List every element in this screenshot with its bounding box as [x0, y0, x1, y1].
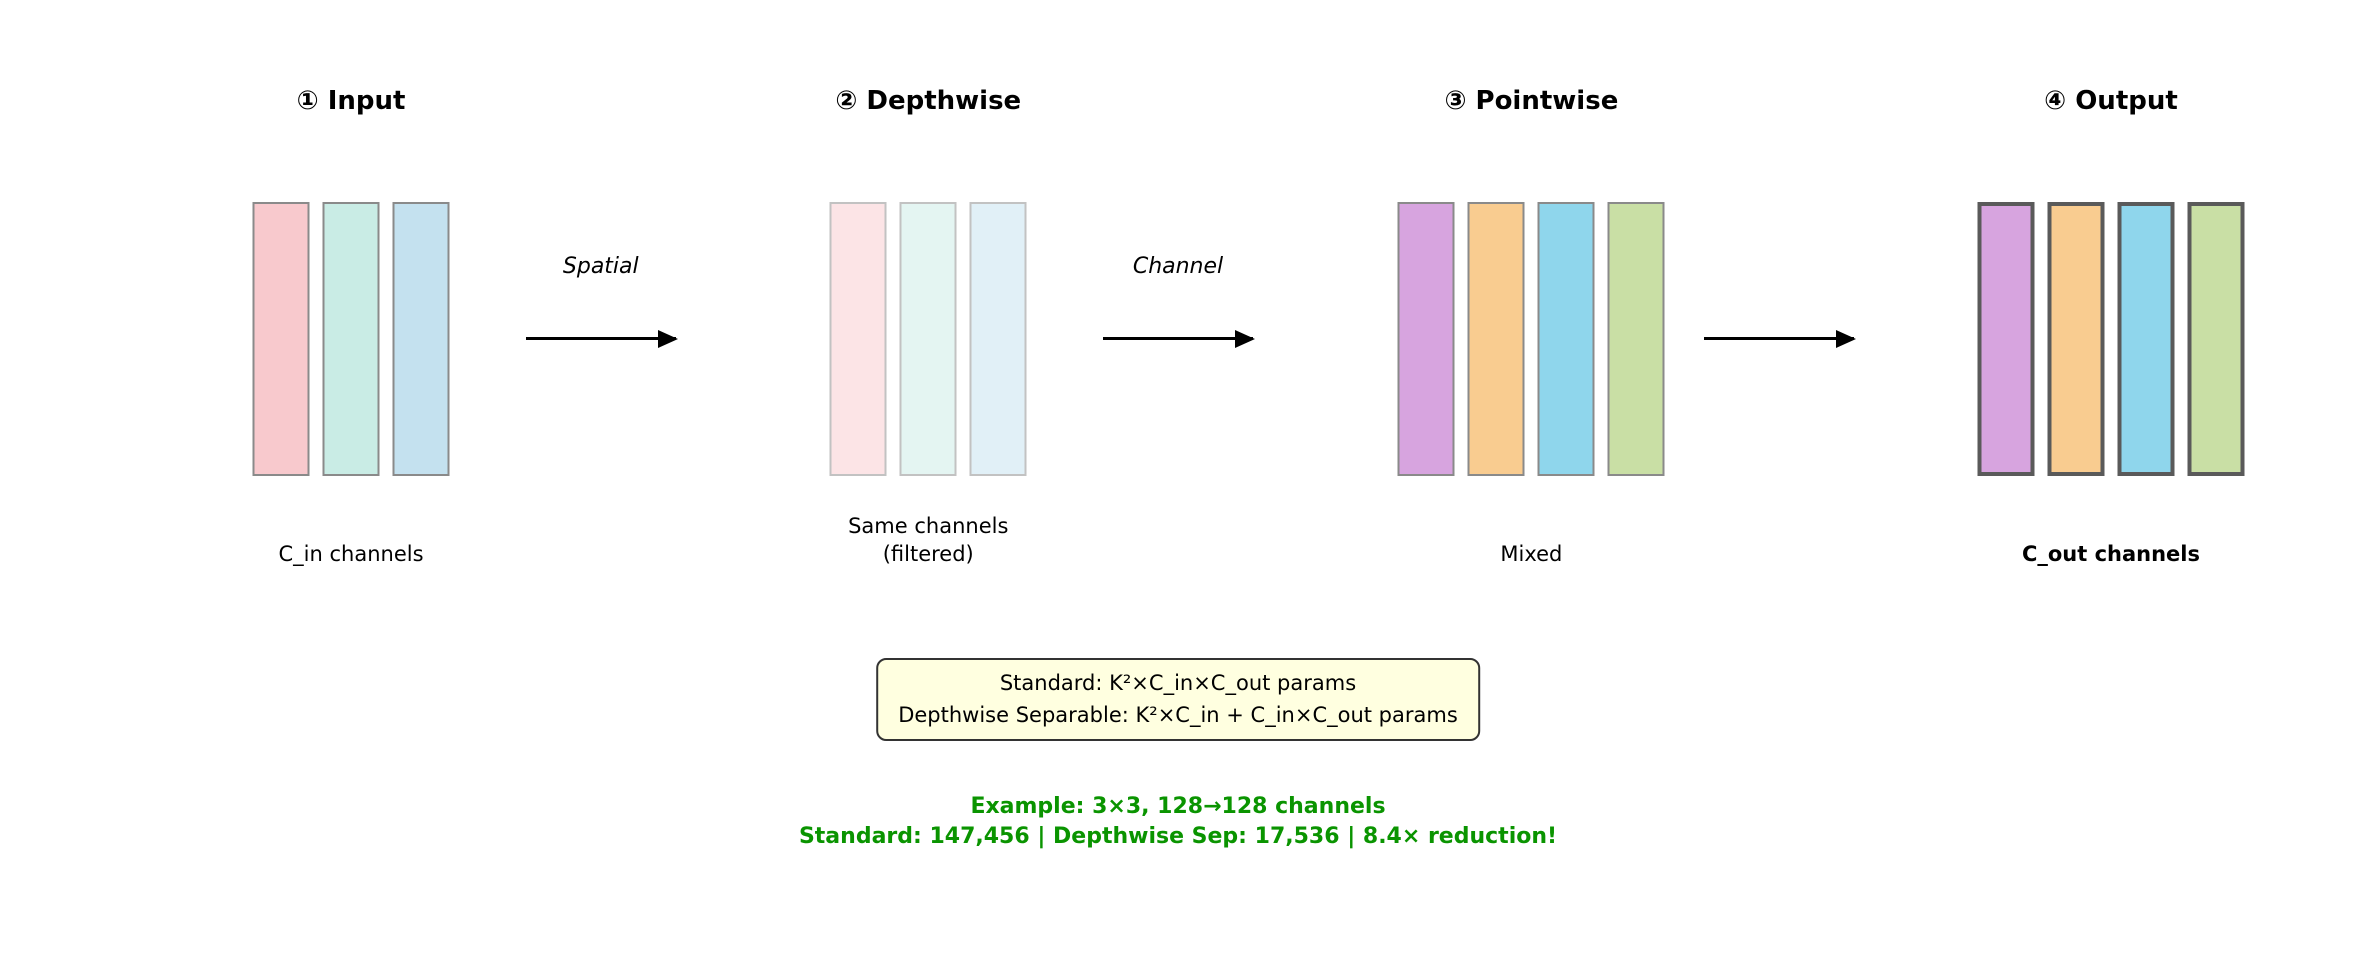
arrow-head-icon [1235, 329, 1255, 348]
arrow-channel: Channel [1103, 252, 1255, 348]
arrow-spatial: Spatial [525, 252, 678, 348]
channel-bar [1397, 202, 1455, 476]
pointwise-channel-bars [1397, 202, 1665, 476]
depthwise-channel-bars [829, 202, 1027, 476]
stage-pointwise-title: ③ Pointwise [1444, 86, 1619, 116]
stage-pointwise-label: Mixed [1500, 541, 1563, 566]
channel-bar [1607, 202, 1665, 476]
channel-bar [2187, 202, 2245, 476]
channel-bar [252, 202, 310, 476]
input-channel-bars [252, 202, 450, 476]
stage-input-label: C_in channels [278, 541, 424, 566]
stage-depthwise-title: ② Depthwise [835, 86, 1022, 116]
channel-bar [1467, 202, 1525, 476]
arrow-channel-label: Channel [1132, 254, 1224, 279]
channel-bar [322, 202, 380, 476]
formula-standard-line: Standard: K²×C_in×C_out params [999, 671, 1357, 695]
example-line-2: Standard: 147,456 | Depthwise Sep: 17,53… [798, 823, 1558, 849]
arrow-head-icon [657, 329, 678, 348]
formula-depthwise-line: Depthwise Separable: K²×C_in + C_in×C_ou… [898, 702, 1458, 727]
channel-bar [1537, 202, 1595, 476]
stage-depthwise-label: Same channels (filtered) [848, 514, 1009, 566]
example-line-1: Example: 3×3, 128→128 channels [970, 794, 1386, 819]
channel-bar [392, 202, 450, 476]
arrow-head-icon [1835, 329, 1856, 348]
right-arrow-icon [1703, 329, 1856, 348]
right-arrow-icon [1103, 329, 1255, 348]
stage-pointwise: ③ Pointwise Mixed [1397, 85, 1665, 568]
channel-bar [899, 202, 957, 476]
params-formula-box: Standard: K²×C_in×C_out params Depthwise… [876, 658, 1480, 741]
channel-bar [1977, 202, 2035, 476]
arrow-plain-label [1704, 252, 1854, 282]
right-arrow-icon [525, 329, 678, 348]
stage-output-label: C_out channels [2021, 541, 2200, 566]
arrow-plain [1703, 252, 1856, 348]
output-channel-bars [1977, 202, 2245, 476]
stage-input: ① Input C_in channels [252, 85, 450, 568]
stage-output-title: ④ Output [2044, 86, 2178, 116]
channel-bar [2117, 202, 2175, 476]
arrow-spatial-label: Spatial [562, 254, 639, 279]
example-annotation: Example: 3×3, 128→128 channels Standard:… [799, 792, 1557, 851]
channel-bar [2047, 202, 2105, 476]
stage-depthwise: ② Depthwise Same channels (filtered) [829, 85, 1027, 568]
channel-bar [969, 202, 1027, 476]
channel-bar [829, 202, 887, 476]
stage-input-title: ① Input [296, 86, 406, 116]
stage-output: ④ Output C_out channels [1977, 85, 2245, 568]
